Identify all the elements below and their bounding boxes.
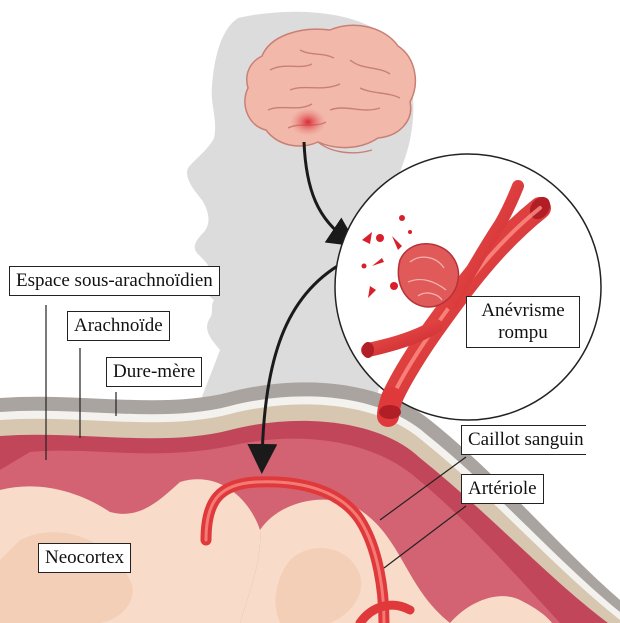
- label-anevrisme-line1: Anévrisme: [481, 300, 564, 321]
- label-dure-mere: Dure-mère: [106, 357, 202, 387]
- label-caillot-sanguin: Caillot sanguin: [461, 425, 586, 455]
- aneurysm-zoom: [335, 154, 601, 420]
- brain: [245, 25, 415, 153]
- label-anevrisme-rompu: Anévrisme rompu: [466, 296, 580, 348]
- label-arteriole: Artériole: [461, 474, 544, 504]
- label-neocortex: Neocortex: [38, 543, 131, 573]
- label-arachnoide: Arachnoïde: [67, 311, 170, 341]
- label-espace-sous-arachnoidien: Espace sous-arachnoïdien: [9, 266, 220, 296]
- label-anevrisme-line2: rompu: [498, 322, 548, 343]
